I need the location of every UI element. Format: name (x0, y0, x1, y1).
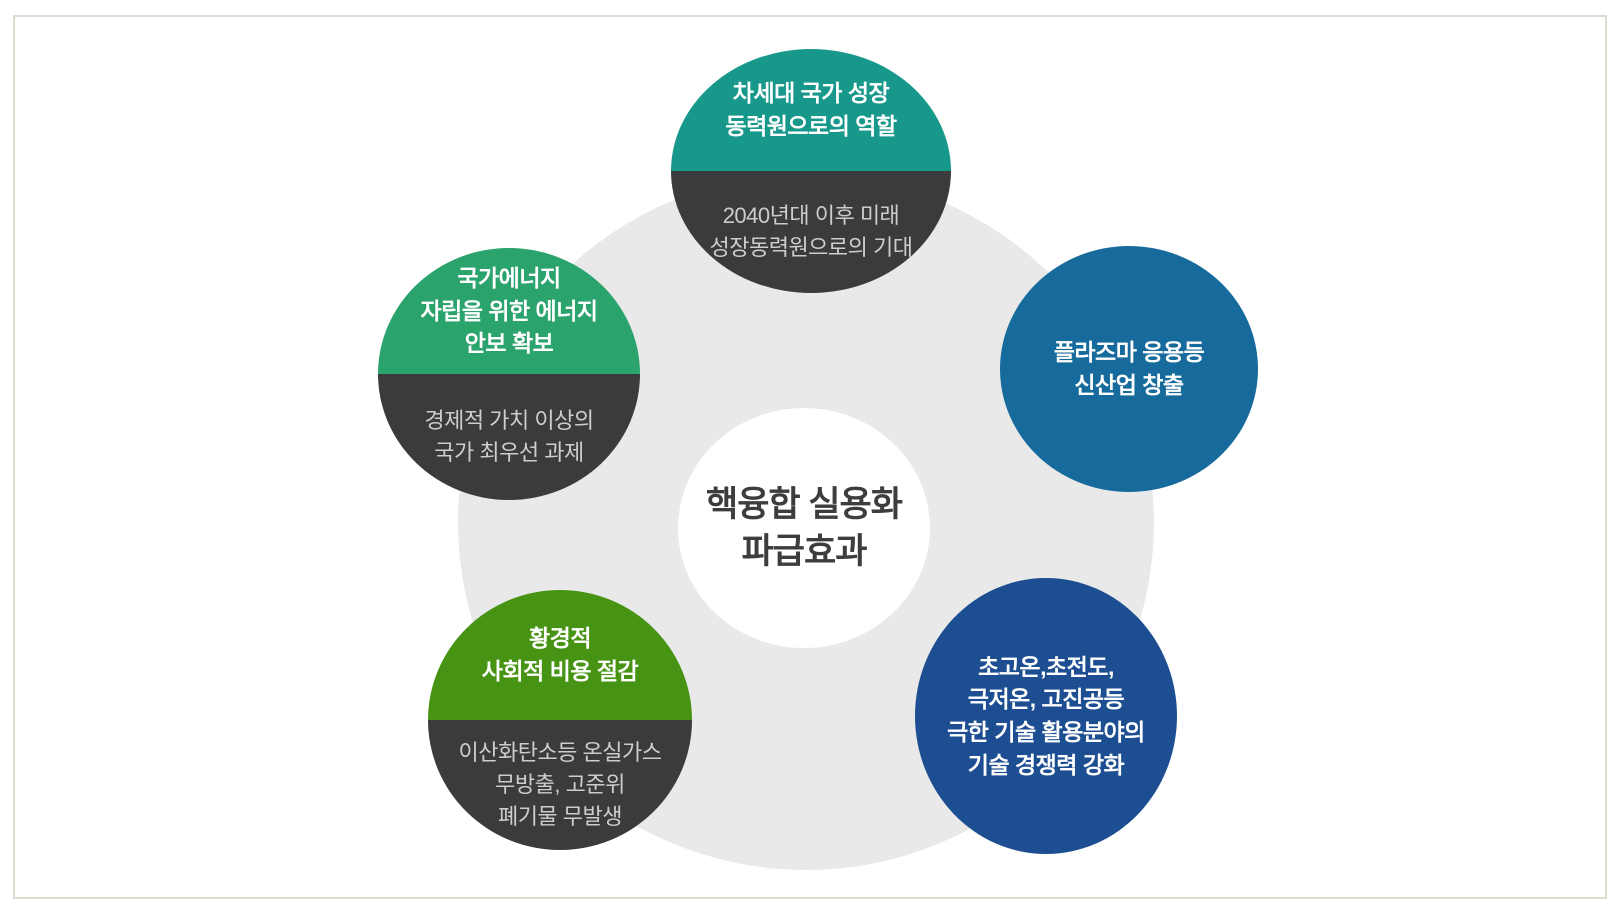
center-circle: 핵융합 실용화 파급효과 (678, 408, 930, 648)
node-tech-competitiveness-title: 초고온,초전도, 극저온, 고진공등 극한 기술 활용분야의 기술 경쟁력 강화 (947, 653, 1145, 778)
node-cost-reduction: 황경적 사회적 비용 절감 이산화탄소등 온실가스 무방출, 고준위 폐기물 무… (428, 590, 692, 850)
node-cost-reduction-subtitle: 이산화탄소등 온실가스 무방출, 고준위 폐기물 무발생 (458, 740, 662, 829)
center-title: 핵융합 실용화 파급효과 (706, 484, 903, 571)
node-next-gen-growth-title: 차세대 국가 성장 동력원으로의 역할 (725, 80, 897, 139)
node-next-gen-growth-subtitle: 2040년대 이후 미래 성장동력원으로의 기대 (709, 203, 913, 260)
node-energy-security-subtitle: 경제적 가치 이상의 국가 최우선 과제 (424, 408, 594, 465)
node-next-gen-growth-colored-half: 차세대 국가 성장 동력원으로의 역할 (671, 49, 951, 171)
node-energy-security-title: 국가에너지 자립을 위한 에너지 안보 확보 (420, 265, 598, 357)
node-next-gen-growth: 차세대 국가 성장 동력원으로의 역할 2040년대 이후 미래 성장동력원으로… (671, 49, 951, 293)
node-new-industry: 플라즈마 응용등 신산업 창출 (1000, 246, 1258, 492)
node-energy-security: 국가에너지 자립을 위한 에너지 안보 확보 경제적 가치 이상의 국가 최우선… (378, 248, 640, 500)
node-new-industry-title: 플라즈마 응용등 신산업 창출 (1053, 339, 1205, 398)
node-cost-reduction-title: 황경적 사회적 비용 절감 (481, 625, 639, 684)
node-tech-competitiveness: 초고온,초전도, 극저온, 고진공등 극한 기술 활용분야의 기술 경쟁력 강화 (915, 578, 1177, 854)
